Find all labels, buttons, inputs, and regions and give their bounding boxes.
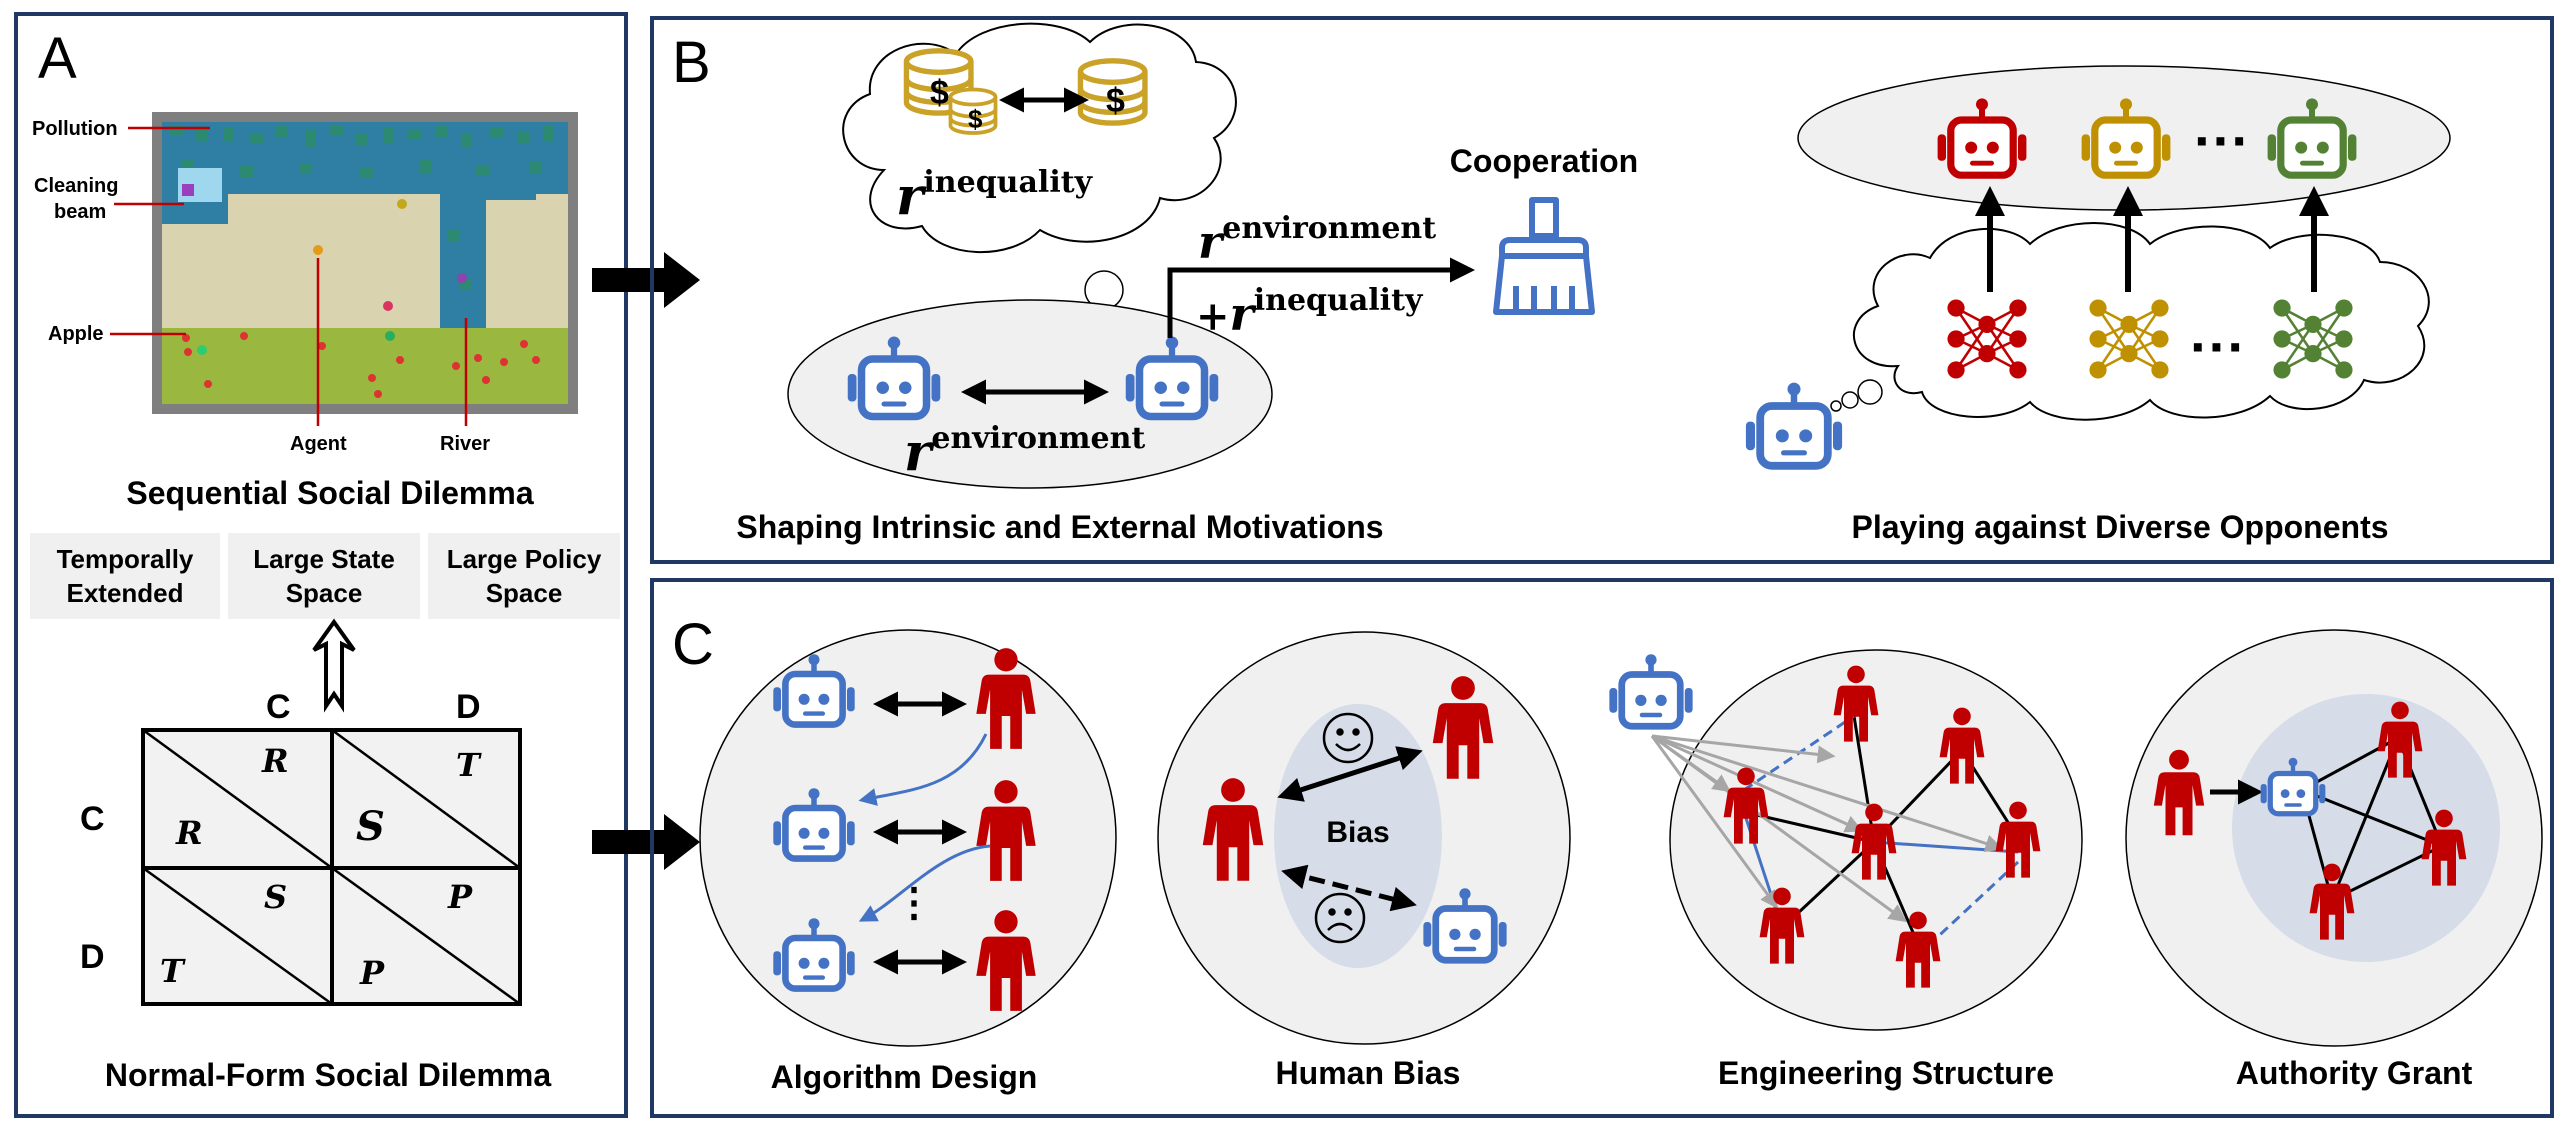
dollar-icon: $ — [968, 104, 983, 134]
apples — [182, 332, 540, 398]
panel-a: A — [14, 12, 628, 1118]
panel-a-frame — [14, 12, 628, 1118]
r-inequality-path: +rinequality — [1196, 283, 1424, 341]
caption-authority-grant: Authority Grant — [2236, 1055, 2473, 1091]
opponents-ellipsis-bottom: ··· — [2190, 315, 2246, 378]
policy-cloud — [1852, 222, 2430, 421]
panel-a-letter: A — [38, 26, 77, 91]
matrix-col-d: D — [456, 688, 481, 726]
panel-c-frame — [650, 578, 2554, 1118]
feature-2-line2: Space — [286, 578, 363, 608]
payoff-matrix: C D C D R R T S S T P P — [80, 688, 522, 1006]
feature-2-line1: Large State — [253, 544, 395, 574]
feature-boxes: Temporally Extended Large State Space La… — [30, 533, 620, 619]
authority-grant — [2125, 629, 2543, 1047]
panel-b-frame — [650, 16, 2554, 564]
thought-bubble — [1841, 391, 1859, 409]
panel-c: C ⋮ — [650, 578, 2554, 1118]
arrow-a-to-b — [592, 252, 700, 308]
feature-3-line2: Space — [486, 578, 563, 608]
algorithm-design: ⋮ — [699, 629, 1117, 1047]
pollution-tiles — [170, 126, 554, 290]
agents — [197, 199, 467, 355]
bias-label: Bias — [1326, 816, 1389, 849]
cell-dc-top: S — [264, 878, 287, 916]
label-cleaning: Cleaning — [34, 175, 118, 197]
feature-1-line1: Temporally — [57, 544, 194, 574]
opponent-arrows — [1975, 186, 2329, 292]
caption-human-bias: Human Bias — [1276, 1055, 1461, 1091]
caption-shaping: Shaping Intrinsic and External Motivatio… — [736, 509, 1383, 545]
panel-c-letter: C — [672, 612, 714, 677]
robot-icon-player — [1746, 383, 1842, 466]
label-agent: Agent — [290, 433, 347, 455]
cooperation-label: Cooperation — [1450, 143, 1638, 179]
label-beam: beam — [54, 201, 106, 223]
broom-icon — [1493, 197, 1595, 315]
dollar-icon: $ — [1106, 82, 1125, 120]
cell-cc-bottom: R — [175, 814, 203, 852]
grass-area — [162, 328, 568, 404]
thought-bubble — [1857, 379, 1883, 405]
cell-cd-top: T — [456, 746, 482, 784]
nfsd-title: Normal-Form Social Dilemma — [105, 1057, 552, 1093]
feature-3-line1: Large Policy — [447, 544, 602, 574]
arrow-a-to-c — [592, 814, 700, 870]
thought-bubble — [1830, 400, 1842, 412]
label-pollution: Pollution — [32, 118, 118, 140]
matrix-row-d: D — [80, 938, 105, 976]
caption-algorithm-design: Algorithm Design — [771, 1059, 1038, 1095]
ssd-title: Sequential Social Dilemma — [126, 475, 533, 511]
human-bias: Bias — [1157, 631, 1571, 1045]
opponents-ellipsis-top: ··· — [2194, 109, 2250, 172]
cell-dd-bottom: P — [359, 954, 385, 992]
r-environment-path: renvironment — [1198, 211, 1436, 269]
vertical-ellipsis: ⋮ — [894, 881, 934, 925]
river-area — [162, 122, 568, 194]
r-inequality-cloud: rinequality — [896, 165, 1094, 227]
game-callout-lines — [110, 126, 468, 426]
feature-1-line2: Extended — [66, 578, 183, 608]
game-screenshot — [152, 112, 578, 414]
dollar-icon: $ — [930, 74, 949, 112]
engineering-structure — [1609, 649, 2083, 1031]
robot-icon — [1609, 654, 1692, 726]
cell-dc-bottom: T — [160, 952, 186, 990]
cell-cd-bottom: S — [356, 803, 385, 850]
cell-dd-top: P — [447, 878, 473, 916]
cell-cc-top: R — [261, 742, 289, 780]
caption-engineering-structure: Engineering Structure — [1718, 1055, 2054, 1091]
panel-b: B $ $ $ rinequality renvironment renviro… — [650, 16, 2554, 564]
panel-b-letter: B — [672, 30, 711, 95]
reward-path-arrow — [1167, 257, 1475, 338]
label-river: River — [440, 433, 490, 455]
up-arrow-icon — [312, 618, 356, 713]
r-environment-ellipse: renvironment — [904, 421, 1145, 483]
label-apple: Apple — [48, 323, 104, 345]
game-labels: Pollution Cleaning beam Apple Agent Rive… — [32, 118, 490, 455]
caption-diverse: Playing against Diverse Opponents — [1851, 509, 2388, 545]
matrix-row-c: C — [80, 800, 105, 838]
matrix-col-c: C — [266, 688, 291, 726]
